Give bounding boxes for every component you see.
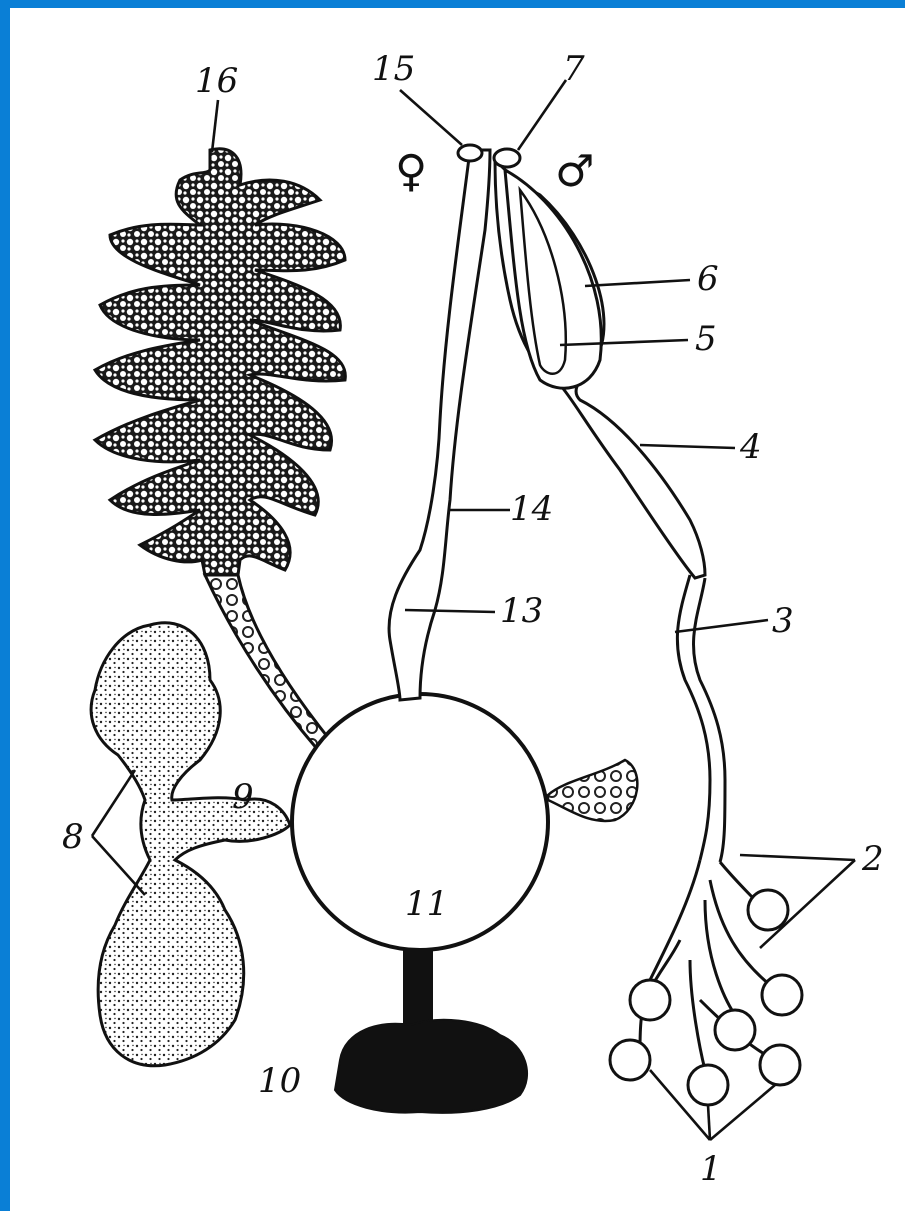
male-symbol-icon: ♂ bbox=[555, 146, 594, 197]
label-2: 2 bbox=[861, 839, 884, 879]
label-7: 7 bbox=[563, 49, 585, 89]
label-6: 6 bbox=[697, 259, 719, 299]
label-16: 16 bbox=[195, 61, 238, 101]
vas-deferens-outer bbox=[677, 575, 710, 860]
label-8: 8 bbox=[62, 817, 84, 857]
gland-8 bbox=[91, 623, 290, 1066]
testis-branches bbox=[640, 860, 775, 1070]
label-3: 3 bbox=[772, 601, 794, 641]
mass-10 bbox=[335, 1020, 527, 1113]
male-opening-7 bbox=[494, 149, 520, 167]
label-14: 14 bbox=[510, 489, 553, 529]
label-10: 10 bbox=[258, 1061, 301, 1101]
accessory-gland bbox=[548, 760, 637, 821]
female-symbol-icon: ♀ bbox=[395, 146, 427, 197]
stalk bbox=[403, 950, 433, 1025]
label-1: 1 bbox=[700, 1149, 722, 1189]
label-13: 13 bbox=[500, 591, 543, 631]
female-duct bbox=[389, 150, 490, 700]
label-9: 9 bbox=[232, 777, 254, 817]
label-15: 15 bbox=[372, 49, 415, 89]
label-4: 4 bbox=[739, 427, 762, 467]
female-opening-15 bbox=[458, 145, 482, 161]
label-5: 5 bbox=[695, 319, 717, 359]
label-11: 11 bbox=[405, 884, 448, 924]
